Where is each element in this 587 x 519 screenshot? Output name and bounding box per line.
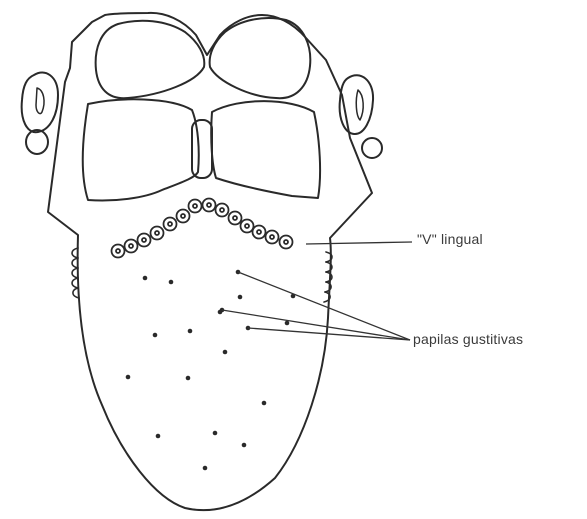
taste-papilla-dot: [186, 376, 191, 381]
label-v-lingual: "V" lingual: [417, 231, 483, 247]
vallate-papilla: [177, 210, 190, 223]
vallecula-right: [211, 101, 320, 198]
vallate-papilla: [189, 200, 202, 213]
vallate-papillae-chain: [112, 199, 293, 258]
taste-papilla-dot: [203, 466, 208, 471]
taste-papilla-dot: [223, 350, 228, 355]
taste-papilla-dot: [143, 276, 148, 281]
vallate-papilla: [253, 226, 266, 239]
vallate-papilla: [112, 245, 125, 258]
taste-papilla-dot: [126, 375, 131, 380]
vallate-papilla: [125, 240, 138, 253]
taste-papilla-dot: [169, 280, 174, 285]
right-tonsil-inner: [356, 90, 363, 120]
vallate-papilla: [164, 218, 177, 231]
taste-papilla-dot: [285, 321, 290, 326]
taste-papilla-dot: [262, 401, 267, 406]
taste-papilla-dot: [156, 434, 161, 439]
vallate-papilla: [229, 212, 242, 225]
vallate-papilla: [280, 236, 293, 249]
median-fold: [192, 120, 212, 178]
right-tonsil-bulb: [362, 138, 382, 158]
left-tonsil-inner: [36, 88, 44, 114]
left-tonsil: [22, 72, 58, 132]
vallate-papilla: [216, 204, 229, 217]
taste-dots: [126, 270, 296, 471]
vallate-papilla: [266, 231, 279, 244]
label-papilas-gustitivas: papilas gustitivas: [413, 331, 523, 347]
left-tonsil-bulb: [26, 130, 48, 154]
leader-line-papila-2: [222, 310, 410, 340]
taste-papilla-dot: [213, 431, 218, 436]
taste-papilla-dot: [188, 329, 193, 334]
vallate-papilla: [151, 227, 164, 240]
vallecula-left: [83, 99, 199, 200]
vallate-papilla: [138, 234, 151, 247]
vallate-papilla: [203, 199, 216, 212]
tongue-outline: [48, 13, 372, 510]
epiglottis-left-lobe: [96, 21, 205, 98]
taste-papilla-dot: [153, 333, 158, 338]
leader-line-v-lingual: [306, 242, 412, 244]
vallate-papilla: [241, 220, 254, 233]
taste-papilla-dot: [238, 295, 243, 300]
taste-papilla-dot: [242, 443, 247, 448]
